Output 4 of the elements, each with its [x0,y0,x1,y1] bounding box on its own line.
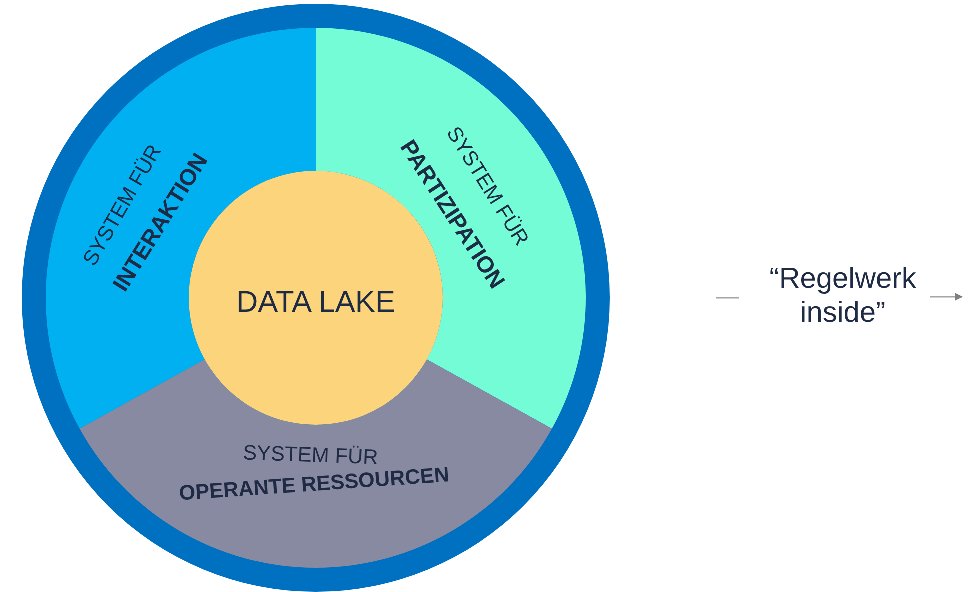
segment [78,359,554,569]
center-label: DATA LAKE [236,288,396,318]
outer-ring [22,4,610,592]
note-text: “Regelwerk inside” [768,262,918,330]
